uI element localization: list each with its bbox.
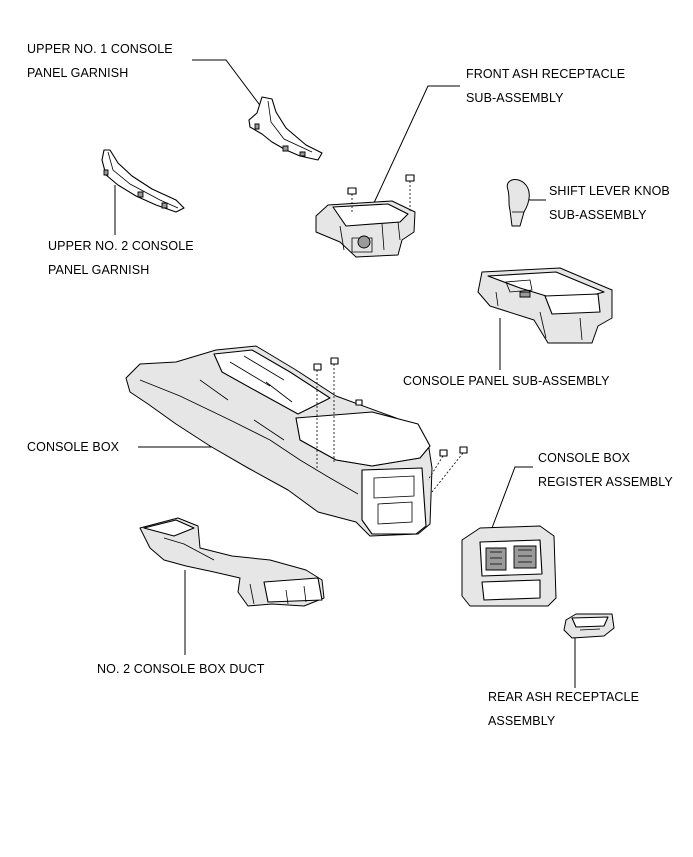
label-line: PANEL GARNISH [27,66,129,80]
label-line: REAR ASH RECEPTACLE [488,690,640,704]
console-panel-drawing [477,267,613,344]
leader-upper-no1-garnish [192,59,263,109]
front-ash-receptacle-drawing [315,174,416,258]
label-line: REGISTER ASSEMBLY [538,475,673,489]
label-upper-no2-garnish: UPPER NO. 2 CONSOLE PANEL GARNISH [48,234,194,282]
no2-console-box-duct-drawing [139,517,325,607]
label-line: CONSOLE BOX [538,451,631,465]
label-line: ASSEMBLY [488,714,556,728]
label-line: UPPER NO. 2 CONSOLE [48,239,194,253]
label-line: CONSOLE BOX [27,440,120,454]
label-front-ash-receptacle: FRONT ASH RECEPTACLE SUB-ASSEMBLY [466,62,625,110]
label-line: SUB-ASSEMBLY [466,91,564,105]
label-line: CONSOLE PANEL SUB-ASSEMBLY [403,374,610,388]
upper-no2-garnish-drawing [101,149,185,213]
leader-console-box-register [491,466,533,529]
rear-ash-receptacle-drawing [563,613,615,639]
console-box-drawing [125,345,468,537]
console-box-register-drawing [461,525,557,607]
upper-no1-garnish-drawing [248,96,323,161]
label-shift-lever-knob: SHIFT LEVER KNOB SUB-ASSEMBLY [549,179,670,227]
label-console-box: CONSOLE BOX [27,435,119,459]
label-line: UPPER NO. 1 CONSOLE [27,42,173,56]
shift-lever-knob-drawing [506,179,530,227]
label-no2-console-box-duct: NO. 2 CONSOLE BOX DUCT [97,657,265,681]
leader-lines [114,59,576,688]
label-rear-ash-receptacle: REAR ASH RECEPTACLE ASSEMBLY [488,685,639,733]
label-console-panel: CONSOLE PANEL SUB-ASSEMBLY [403,369,610,393]
leader-front-ash-receptacle [372,85,460,206]
label-line: SUB-ASSEMBLY [549,208,647,222]
label-line: FRONT ASH RECEPTACLE [466,67,626,81]
label-line: PANEL GARNISH [48,263,150,277]
label-upper-no1-garnish: UPPER NO. 1 CONSOLE PANEL GARNISH [27,37,173,85]
label-console-box-register: CONSOLE BOX REGISTER ASSEMBLY [538,446,673,494]
label-line: NO. 2 CONSOLE BOX DUCT [97,662,265,676]
label-line: SHIFT LEVER KNOB [549,184,670,198]
